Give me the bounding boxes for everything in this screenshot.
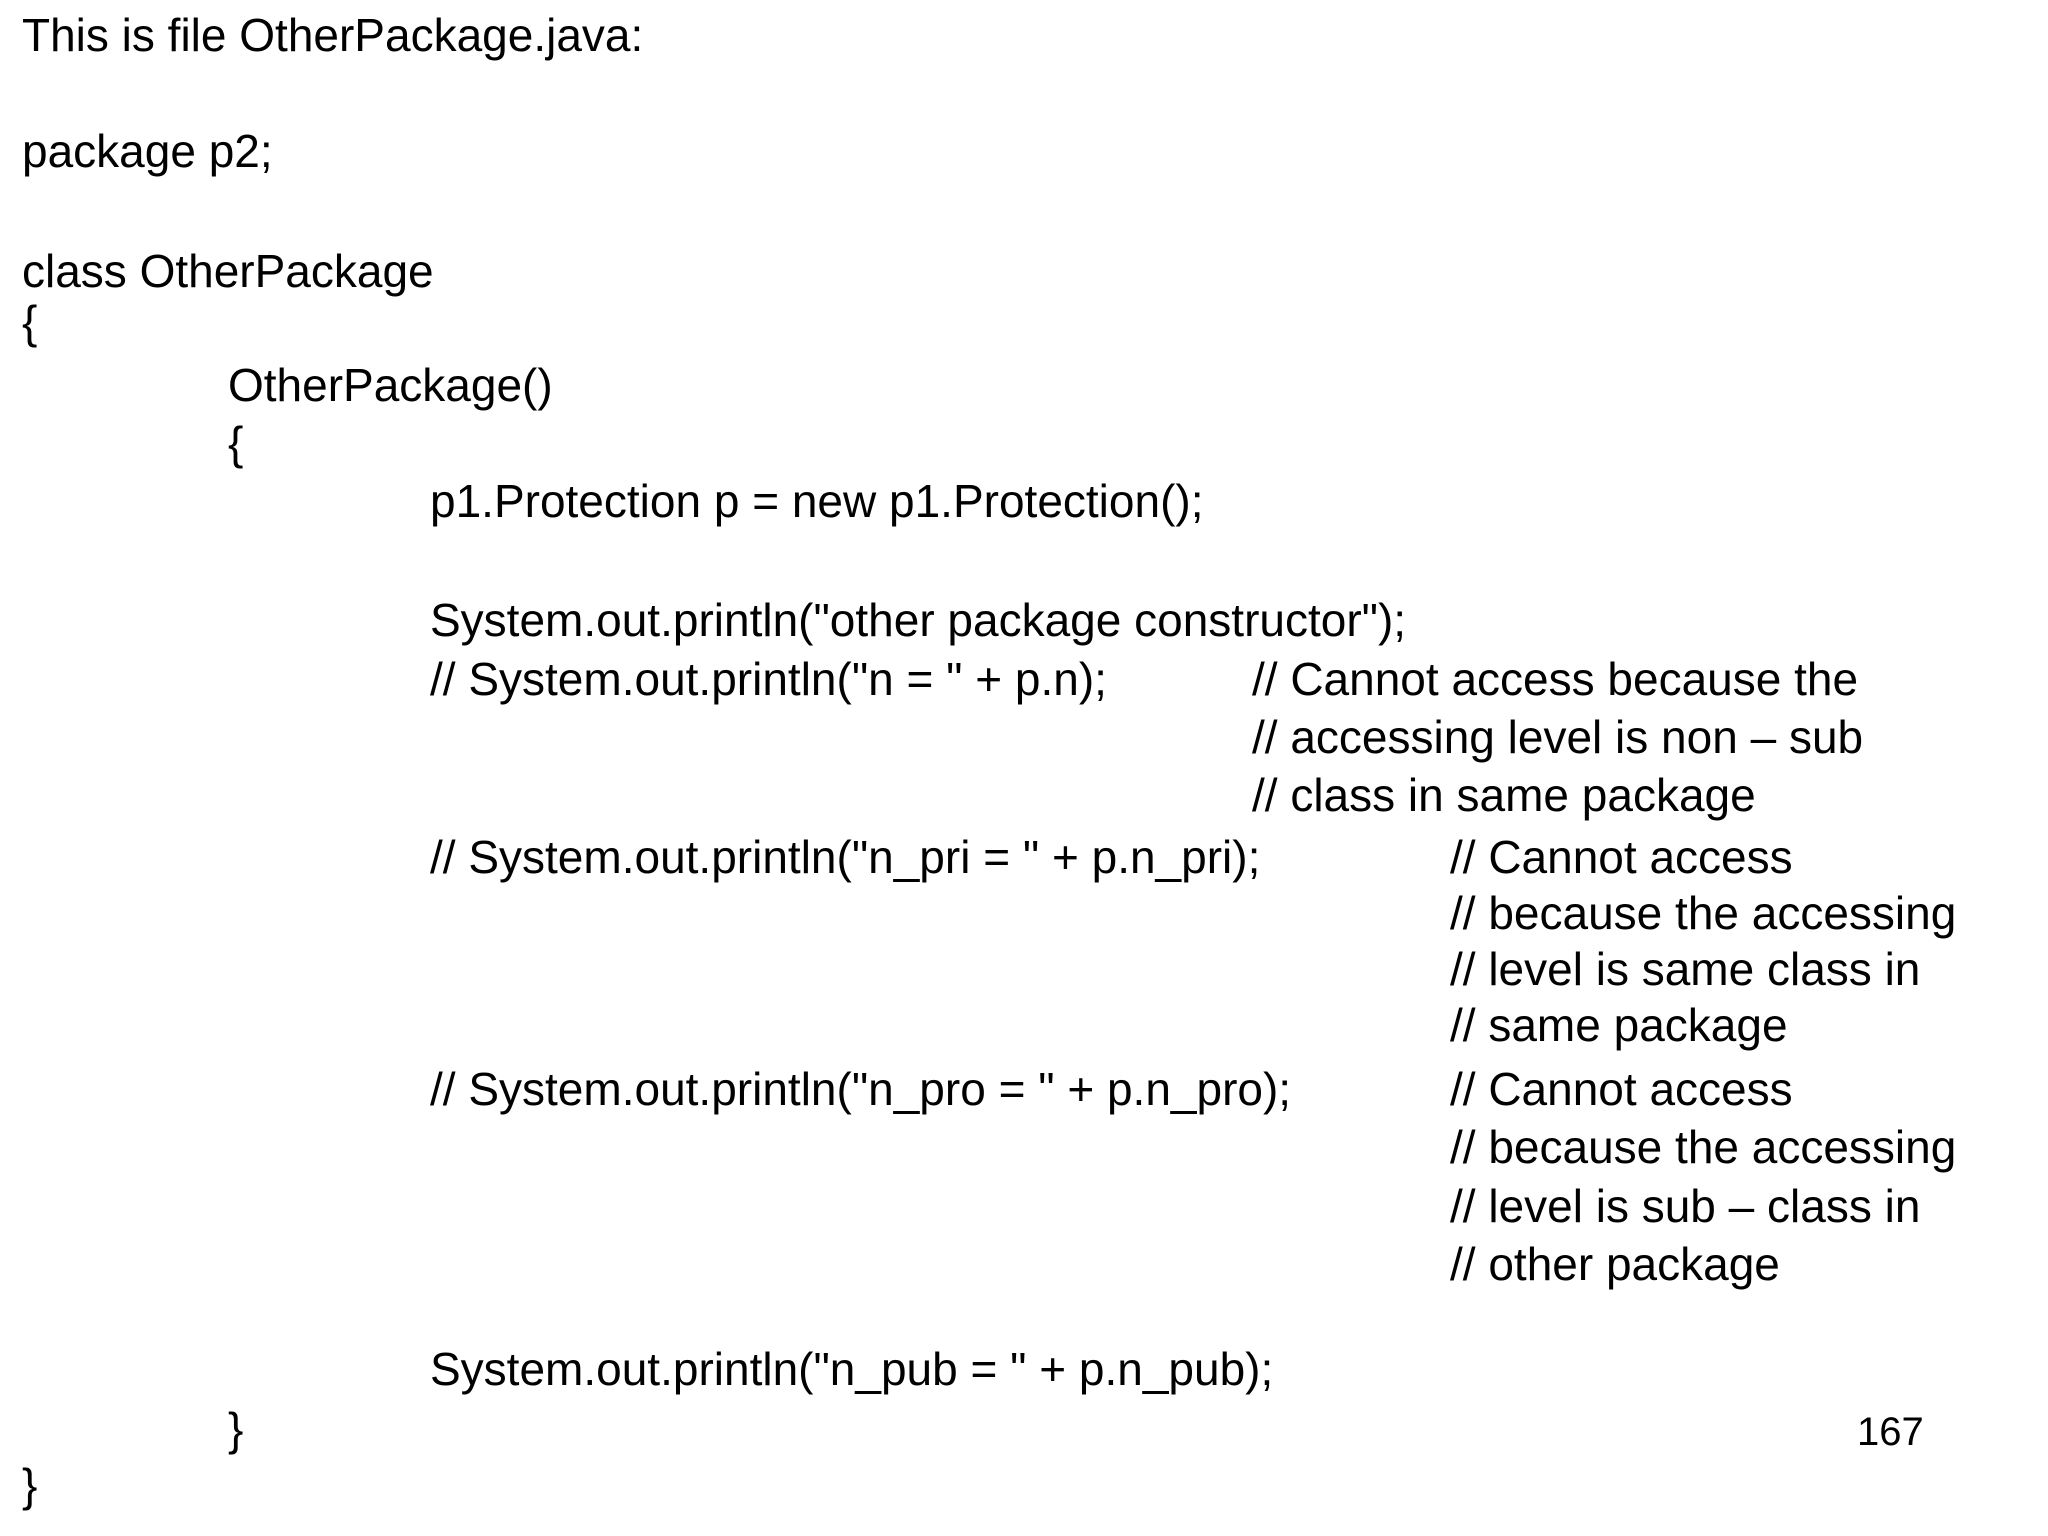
code-line-constructor-decl: OtherPackage() [228, 359, 553, 411]
comment-npro-line-2: // because the accessing [1450, 1121, 1957, 1173]
code-line-print-npub: System.out.println("n_pub = " + p.n_pub)… [430, 1343, 1274, 1395]
code-line-print-constructor: System.out.println("other package constr… [430, 594, 1407, 646]
code-line-package-decl: package p2; [22, 125, 273, 177]
page-number: 167 [1857, 1410, 1924, 1454]
intro-line: This is file OtherPackage.java: [22, 9, 644, 61]
comment-npro-line-1: // Cannot access [1450, 1063, 1793, 1115]
comment-npri-line-1: // Cannot access [1450, 831, 1793, 883]
comment-n-line-2: // accessing level is non – sub [1252, 711, 1864, 763]
class-open-brace: { [22, 296, 38, 348]
comment-npro-line-4: // other package [1450, 1238, 1780, 1290]
constructor-close-brace: } [228, 1403, 244, 1455]
comment-n-line-3: // class in same package [1252, 769, 1756, 821]
comment-n-line-1: // Cannot access because the [1252, 653, 1859, 705]
comment-npri-line-2: // because the accessing [1450, 887, 1957, 939]
comment-npri-line-4: // same package [1450, 999, 1788, 1051]
comment-npro-line-3: // level is sub – class in [1450, 1180, 1921, 1232]
code-line-class-decl: class OtherPackage [22, 245, 434, 297]
constructor-open-brace: { [228, 417, 244, 469]
code-line-commented-print-npri: // System.out.println("n_pri = " + p.n_p… [430, 831, 1261, 883]
class-close-brace: } [22, 1459, 38, 1511]
code-line-commented-print-npro: // System.out.println("n_pro = " + p.n_p… [430, 1063, 1292, 1115]
code-line-new-protection: p1.Protection p = new p1.Protection(); [430, 475, 1204, 527]
code-line-commented-print-n: // System.out.println("n = " + p.n); [430, 653, 1107, 705]
comment-npri-line-3: // level is same class in [1450, 943, 1921, 995]
